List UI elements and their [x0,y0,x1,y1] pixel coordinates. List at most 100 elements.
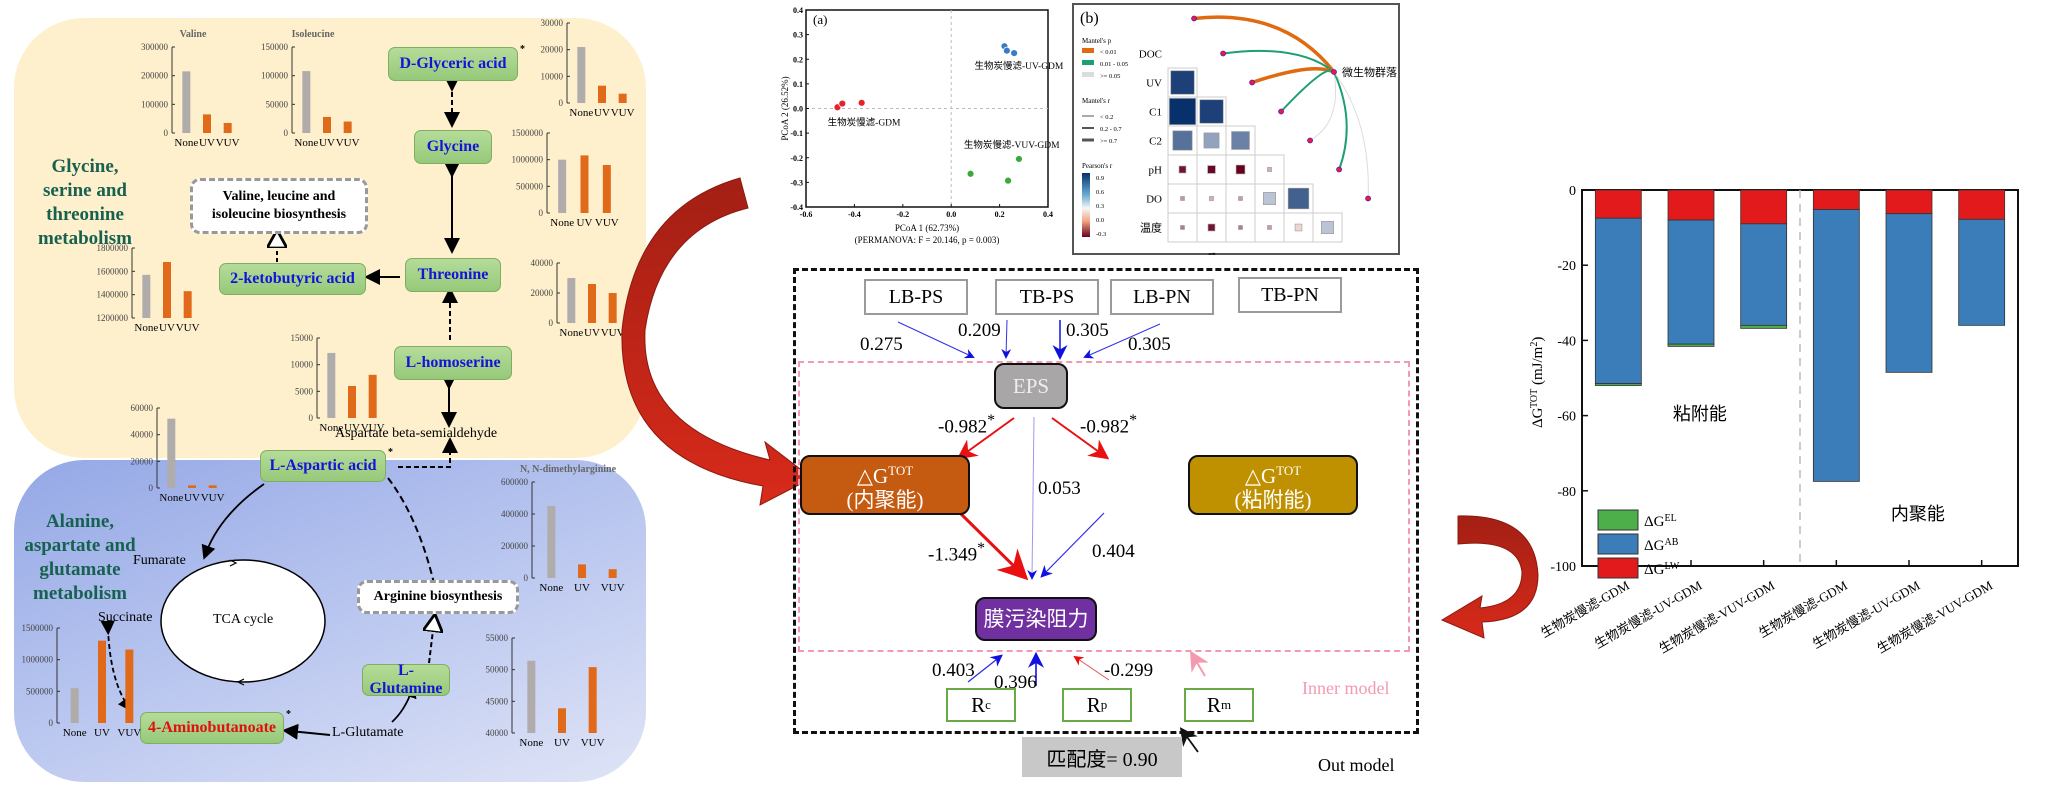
metabolite-l-aspartic-acid[interactable]: L-Aspartic acid * [260,447,393,482]
stacked-y-axis-label: ΔG [1530,407,1546,428]
scatter-x-axis-label: PCoA 1 (62.73%) [895,223,959,233]
r-main: R [1086,692,1101,717]
heatmap-row-label: pH [1149,165,1163,177]
mini-chart-tick-label: 5000 [295,386,314,396]
legend-mantel-p-label: < 0.01 [1100,49,1117,56]
region-title-line: glutamate [39,559,121,580]
sem-input-lb-ps[interactable]: LB-PS [864,279,968,315]
metabolite-glycine[interactable]: Glycine [414,130,492,164]
coef-rp: 0.396 [994,672,1037,693]
mini-chart-bar [527,660,536,733]
mini-chart-tick-label: 0 [559,98,564,108]
mini-chart-category-label: None [63,727,87,739]
heatmap-square [1207,165,1216,174]
mini-chart-bar [183,291,192,318]
mini-chart-category-label: VUV [216,137,240,149]
metabolite-label: D-Glyceric acid [399,55,507,72]
metabolite-label: L-Aspartic acid [269,457,377,474]
mantel-link [1333,71,1369,199]
coef-rm: -0.299 [1104,660,1154,681]
sem-node-adhesion-energy[interactable]: △GTOT (粘附能) [1188,455,1358,515]
sem-node-cohesion-energy[interactable]: △GTOT (内聚能) [800,455,970,515]
region-title-line: metabolism [33,583,127,604]
coef-eps-resistance: 0.053 [1038,478,1081,499]
big-arrow-to-sem [621,177,813,506]
mini-chart-bar [70,688,79,723]
mini-chart-tick-label: 20000 [531,288,554,298]
stacked-y-tick-label: 0 [1569,184,1576,199]
legend-label: ΔGLW [1644,561,1680,579]
stacked-bar-segment [1594,189,1642,219]
significance-star: * [286,709,291,720]
metabolite-l-homoserine[interactable]: L-homoserine [394,346,512,380]
mini-chart-bar [323,116,331,133]
sem-node-title: △GTOT [857,459,913,488]
heatmap-square [1180,225,1185,230]
group-label-cohesion: 内聚能 [1891,504,1945,524]
mini-chart-tick-label: 50000 [266,99,289,109]
sem-node-membrane-fouling-resistance[interactable]: 膜污染阻力 [975,597,1097,641]
mini-chart-category-label: None [550,217,574,229]
pathway-valine-leucine-isoleucine[interactable]: Valine, leucine and isoleucine biosynthe… [190,178,368,234]
legend-mantel-p-swatch [1082,48,1094,53]
legend-mantel-r-label: 0.2 - 0.7 [1100,126,1122,133]
heatmap-row-label: DOC [1139,49,1162,61]
mini-chart-title: N, N-dimethylarginine [520,464,617,475]
stacked-y-tick-label: -60 [1557,410,1576,425]
scatter-point [857,98,866,107]
legend-mantel-p-label: 0.01 - 0.05 [1100,61,1128,68]
coef-eps-cohesion: -0.982* [938,412,995,438]
coef-adhesion-resistance: 0.404 [1092,541,1135,562]
mini-chart-tick-label: 10000 [541,71,564,81]
scatter-y-tick-label: -0.4 [790,203,803,212]
stacked-bar-segment [1667,343,1715,347]
metabolite-label: Threonine [417,266,489,283]
heatmap-square [1267,167,1272,172]
mini-chart-tick-label: 0 [539,208,544,218]
pathway-arginine-biosynthesis[interactable]: Arginine biosynthesis [357,580,519,614]
metabolite-threonine[interactable]: Threonine [405,258,501,292]
sem-input-lb-pn[interactable]: LB-PN [1110,279,1214,315]
metabolite-d-glyceric-acid[interactable]: D-Glyceric acid * [388,44,525,81]
mini-chart-tick-label: 0 [549,318,554,328]
mini-chart-tick-label: 45000 [486,696,509,706]
scatter-point [1010,49,1019,57]
mini-chart-bar [558,159,567,213]
label-succinate: Succinate [98,610,153,625]
mini-chart-category-label: None [319,422,343,434]
r-sub: m [1220,697,1232,712]
heatmap-target-label: 微生物群落 [1342,65,1397,79]
metabolite-2-ketobutyric-acid[interactable]: 2-ketobutyric acid [219,263,366,295]
pathway-arrows [100,76,460,740]
mini-chart-tick-label: 1800000 [97,243,129,253]
metabolite-l-glutamine[interactable]: L-Glutamine [362,662,450,697]
mantel-link [1333,71,1348,170]
legend-mantel-p-swatch [1082,72,1094,77]
metabolite-4-aminobutanoate[interactable]: 4-Aminobutanoate * [140,709,291,744]
stacked-y-tick-label: -80 [1557,485,1576,500]
sem-input-tb-pn[interactable]: TB-PN [1238,277,1342,313]
stacked-bar-segment [1812,189,1860,210]
sem-node-eps[interactable]: EPS [994,363,1068,409]
mini-chart-bar [208,485,217,488]
scatter-y-tick-label: -0.3 [790,178,803,187]
sem-input-tb-ps[interactable]: TB-PS [995,279,1099,315]
mini-chart-bar [302,71,311,133]
model-fit-value: 匹配度= 0.90 [1046,748,1158,771]
pathway-label: Valine, leucine and isoleucine biosynthe… [211,189,347,222]
stacked-bar-segment [1740,189,1788,225]
mini-chart-tick-label: 150000 [261,42,289,52]
mini-chart-category-label: None [134,322,158,334]
mini-chart-category-label: VUV [176,322,200,334]
stacked-y-axis-label: TOT (mJ/m2) [1529,337,1547,408]
stacked-bar-segment [1958,189,2006,220]
scatter-y-tick-label: 0.0 [793,105,803,114]
mini-chart-tick-label: 500000 [26,686,54,696]
mini-chart-category-label: UV [574,582,590,594]
